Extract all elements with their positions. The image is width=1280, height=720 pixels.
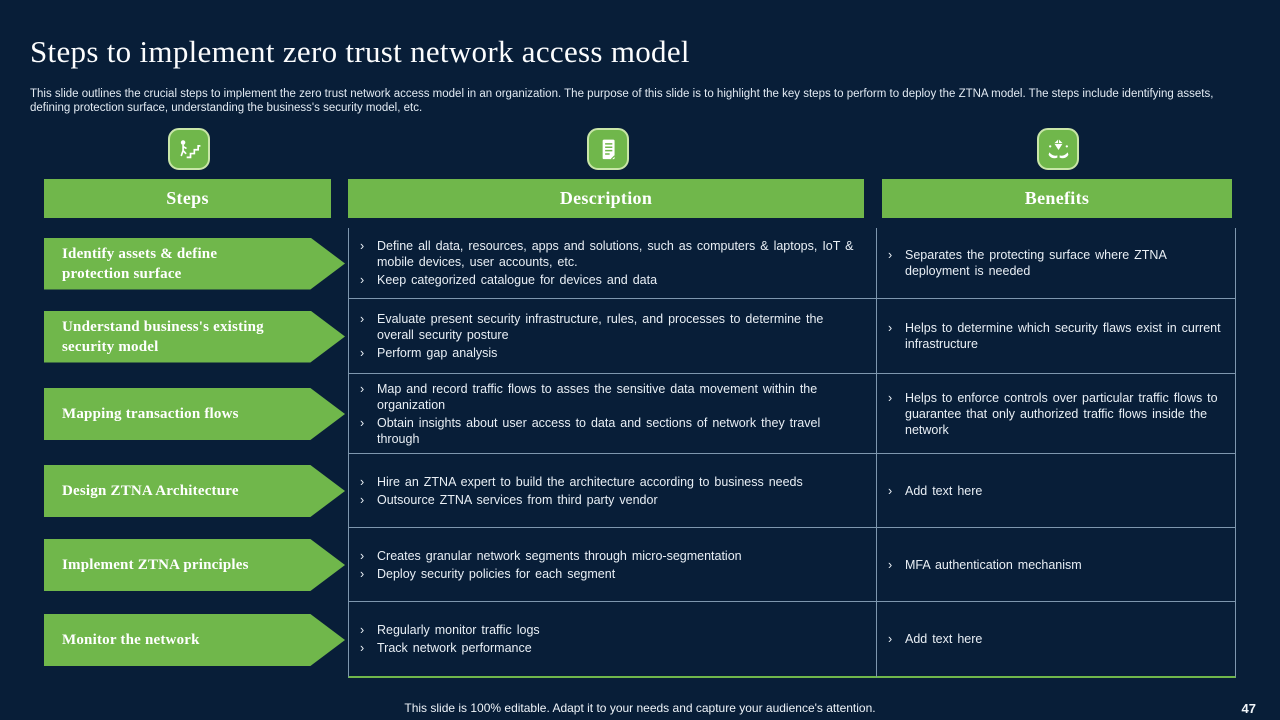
step-arrow-design-ztna-architecture: Design ZTNA Architecture (44, 465, 345, 517)
document-checklist-icon (587, 128, 629, 170)
step-arrow-understand-security-model: Understand business's existing security … (44, 310, 345, 363)
bullet-marker-icon: › (888, 390, 893, 405)
benefit-text: Helps to determine which security flaws … (905, 321, 1221, 351)
bullet-marker-icon: › (360, 623, 365, 637)
bullet-marker-icon: › (888, 483, 893, 498)
description-cell: › Map and record traffic flows to asses t… (348, 374, 877, 454)
benefit-cell: › Add text here (877, 454, 1236, 528)
benefit-cell: › Separates the protecting surface where … (877, 228, 1236, 299)
benefit-bullet: › Separates the protecting surface where … (885, 247, 1221, 279)
steps-table: Identify assets & define protection surf… (0, 228, 1280, 678)
description-bullet: › Evaluate present security infrastructur… (357, 311, 862, 343)
step-arrow-implement-ztna-principles: Implement ZTNA principles (44, 539, 345, 591)
benefit-text: MFA authentication mechanism (905, 557, 1082, 572)
footer-note: This slide is 100% editable. Adapt it to… (404, 701, 876, 715)
bullet-marker-icon: › (360, 381, 365, 396)
table-row: Understand business's existing security … (0, 299, 1280, 374)
bullet-marker-icon: › (888, 557, 893, 572)
benefit-text: Add text here (905, 632, 983, 646)
page-number: 47 (1241, 701, 1256, 716)
bullet-marker-icon: › (888, 321, 893, 335)
description-text: Obtain insights about user access to dat… (377, 415, 821, 446)
table-row: Monitor the network › Regularly monitor t… (0, 602, 1280, 678)
benefit-text: Helps to enforce controls over particula… (905, 390, 1218, 437)
description-bullet: › Deploy security policies for each segme… (357, 566, 862, 582)
description-text: Track network performance (377, 641, 532, 655)
description-cell: › Evaluate present security infrastructur… (348, 299, 877, 374)
table-row: Design ZTNA Architecture › Hire an ZTNA e… (0, 454, 1280, 528)
bullet-marker-icon: › (360, 641, 365, 655)
benefit-cell: › Add text here (877, 602, 1236, 678)
benefit-text: Add text here (905, 483, 983, 498)
description-cell: › Creates granular network segments throu… (348, 528, 877, 602)
slide-subtitle: This slide outlines the crucial steps to… (30, 88, 1214, 114)
step-cell: Monitor the network (44, 602, 345, 678)
table-row: Mapping transaction flows › Map and recor… (0, 374, 1280, 454)
bullet-marker-icon: › (360, 273, 365, 287)
description-bullet: › Hire an ZTNA expert to build the archit… (357, 474, 862, 490)
benefit-cell: › MFA authentication mechanism (877, 528, 1236, 602)
description-bullet: › Regularly monitor traffic logs (357, 622, 862, 638)
step-cell: Understand business's existing security … (44, 299, 345, 374)
column-header-benefits: Benefits (882, 179, 1232, 218)
description-text: Regularly monitor traffic logs (377, 623, 540, 637)
description-text: Perform gap analysis (377, 346, 498, 360)
benefit-bullet: › MFA authentication mechanism (885, 557, 1221, 573)
description-bullet: › Define all data, resources, apps and so… (357, 238, 862, 270)
bullet-marker-icon: › (360, 548, 365, 563)
description-bullet: › Obtain insights about user access to da… (357, 415, 862, 447)
description-cell: › Hire an ZTNA expert to build the archit… (348, 454, 877, 528)
table-row: Implement ZTNA principles › Creates granu… (0, 528, 1280, 602)
description-bullet: › Outsource ZTNA services from third part… (357, 492, 862, 508)
description-bullet: › Keep categorized catalogue for devices … (357, 272, 862, 288)
description-cell: › Define all data, resources, apps and so… (348, 228, 877, 299)
description-bullet: › Creates granular network segments throu… (357, 548, 862, 564)
step-cell: Design ZTNA Architecture (44, 454, 345, 528)
description-text: Define all data, resources, apps and sol… (377, 239, 854, 269)
description-text: Deploy security policies for each segmen… (377, 566, 616, 581)
benefit-cell: › Helps to determine which security flaws… (877, 299, 1236, 374)
bullet-marker-icon: › (360, 312, 365, 326)
bullet-marker-icon: › (360, 474, 365, 489)
description-bullet: › Track network performance (357, 640, 862, 656)
description-text: Map and record traffic flows to asses th… (377, 381, 818, 412)
bullet-marker-icon: › (360, 415, 365, 430)
description-cell: › Regularly monitor traffic logs › Track n… (348, 602, 877, 678)
description-bullet: › Perform gap analysis (357, 345, 862, 361)
bullet-marker-icon: › (888, 248, 893, 262)
step-cell: Identify assets & define protection surf… (44, 228, 345, 299)
bullet-marker-icon: › (360, 566, 365, 581)
step-arrow-identify-assets: Identify assets & define protection surf… (44, 237, 345, 290)
benefit-bullet: › Add text here (885, 483, 1221, 499)
bullet-marker-icon: › (360, 492, 365, 507)
step-arrow-mapping-transaction-flows: Mapping transaction flows (44, 388, 345, 440)
bullet-marker-icon: › (360, 346, 365, 360)
benefit-cell: › Helps to enforce controls over particul… (877, 374, 1236, 454)
bullet-marker-icon: › (888, 632, 893, 646)
step-cell: Implement ZTNA principles (44, 528, 345, 602)
step-cell: Mapping transaction flows (44, 374, 345, 454)
description-bullet: › Map and record traffic flows to asses t… (357, 381, 862, 413)
column-header-description: Description (348, 179, 864, 218)
benefit-bullet: › Helps to enforce controls over particul… (885, 390, 1221, 438)
benefit-bullet: › Add text here (885, 631, 1221, 647)
description-text: Keep categorized catalogue for devices a… (377, 273, 658, 287)
description-text: Hire an ZTNA expert to build the archite… (377, 474, 803, 489)
description-text: Creates granular network segments throug… (377, 548, 742, 563)
benefit-bullet: › Helps to determine which security flaws… (885, 320, 1221, 352)
bullet-marker-icon: › (360, 239, 365, 253)
column-header-steps: Steps (44, 179, 331, 218)
slide-title: Steps to implement zero trust network ac… (30, 34, 690, 69)
hands-holding-diamond-icon (1037, 128, 1079, 170)
step-arrow-monitor-the-network: Monitor the network (44, 614, 345, 666)
description-text: Outsource ZTNA services from third party… (377, 492, 658, 507)
benefit-text: Separates the protecting surface where Z… (905, 248, 1167, 278)
person-climbing-stairs-icon (168, 128, 210, 170)
table-row: Identify assets & define protection surf… (0, 228, 1280, 299)
description-text: Evaluate present security infrastructure… (377, 312, 824, 342)
